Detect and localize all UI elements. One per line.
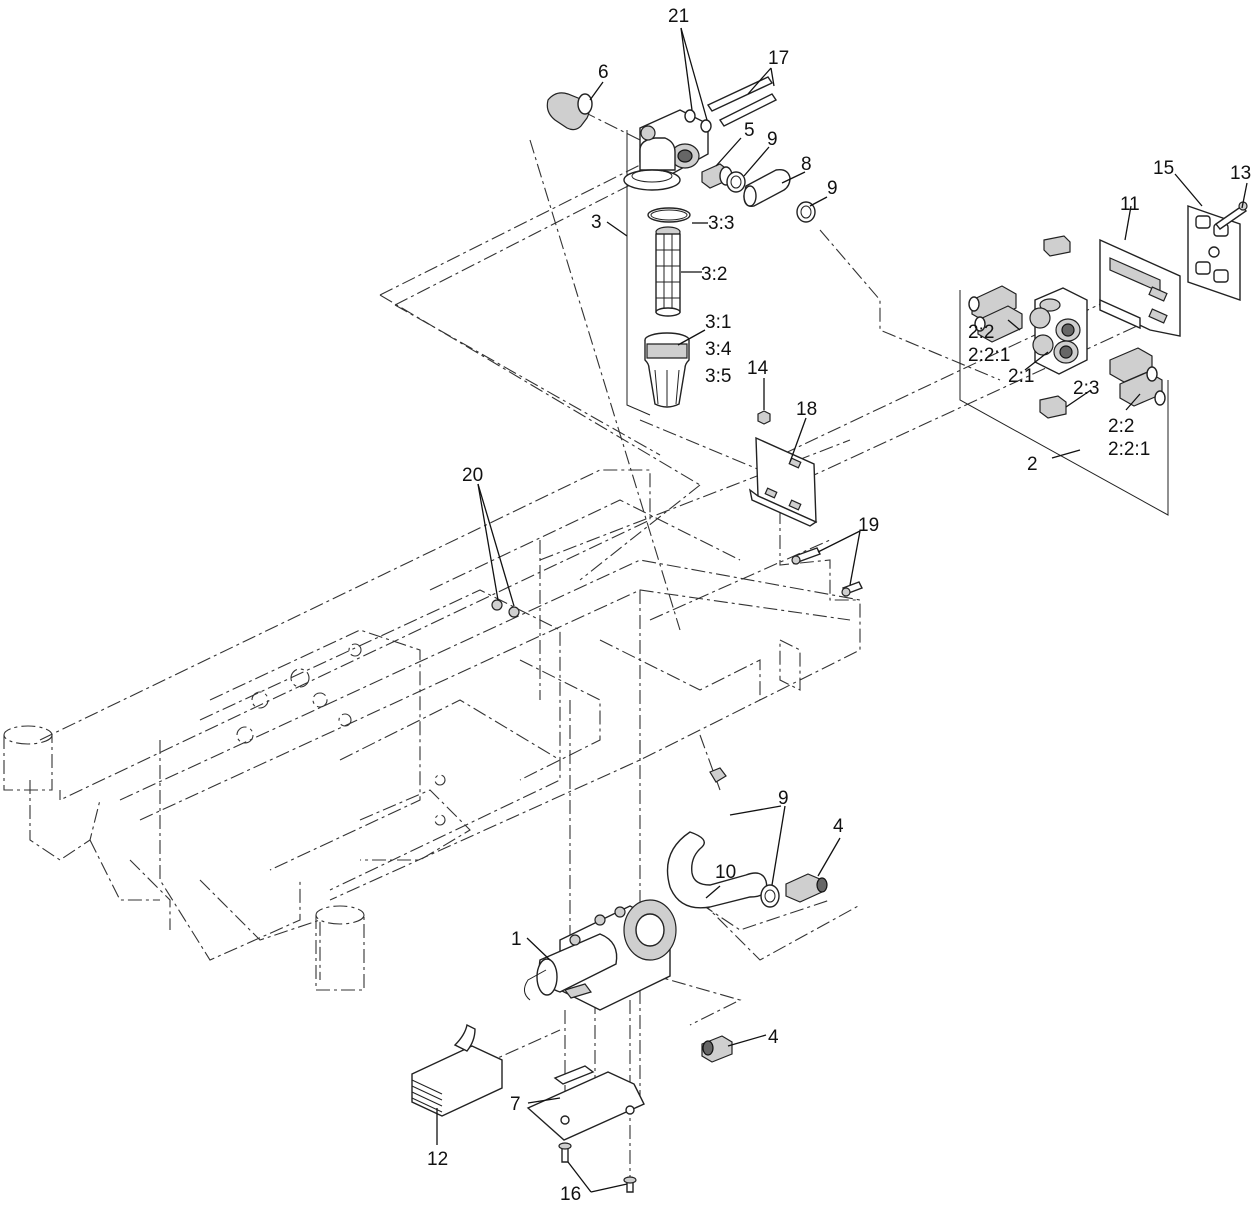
callout-6: 6 (598, 62, 609, 83)
chassis-frame (3, 469, 861, 991)
callout-16: 16 (560, 1184, 581, 1205)
part-3-1-filter-bowl (644, 332, 690, 408)
callout-labels: 21 17 6 5 9 8 9 3 3:3 3:2 3:1 3:4 3:5 11… (427, 6, 1251, 1205)
part-2-manifold (1029, 287, 1088, 375)
part-8-hose (743, 168, 791, 207)
callout-2-2-1-right: 2:2:1 (1108, 439, 1150, 460)
callout-3-1: 3:1 (705, 312, 731, 333)
part-4-elbow-lower (701, 1035, 733, 1063)
part-12-foam-pad (411, 1023, 503, 1117)
part-3-2-filter-screen (655, 226, 681, 317)
filter-head (623, 109, 709, 191)
subassembly-frames (626, 130, 1169, 516)
part-7-base-plate (526, 1065, 645, 1141)
callout-2-3: 2:3 (1073, 378, 1099, 399)
callout-17: 17 (768, 48, 789, 69)
part-9-clamp-upper (726, 171, 746, 193)
callout-4-upper: 4 (833, 816, 844, 837)
part-20-nuts (491, 599, 520, 618)
callout-12: 12 (427, 1149, 448, 1170)
callout-9-lower: 9 (778, 788, 789, 809)
part-6-elbow-fitting (546, 92, 593, 131)
part-1-pump (524, 899, 677, 1011)
part-10-hose (666, 831, 768, 909)
callout-9-middle: 9 (827, 178, 838, 199)
callout-1: 1 (511, 929, 522, 950)
callout-10: 10 (715, 862, 736, 883)
callout-3: 3 (591, 212, 602, 233)
callout-14: 14 (747, 358, 769, 379)
assembly-guide-lines (379, 99, 1151, 1180)
leader-lines (436, 27, 1248, 1193)
callout-8: 8 (801, 154, 812, 175)
callout-3-3: 3:3 (708, 213, 734, 234)
callout-3-4: 3:4 (705, 339, 732, 360)
callout-20: 20 (462, 465, 483, 486)
callout-2-2-left: 2:2 (968, 322, 994, 343)
part-16-screws (558, 1142, 637, 1193)
callout-19: 19 (858, 515, 879, 536)
part-2-3-elbows (1039, 235, 1071, 419)
part-15-gasket (1187, 205, 1241, 301)
callout-11: 11 (1120, 194, 1140, 215)
callout-2-1: 2:1 (1008, 366, 1034, 387)
part-21-washers (684, 109, 712, 133)
part-17-bolts (706, 76, 778, 127)
part-2-2-valves-right (1109, 347, 1166, 407)
callout-4-lower: 4 (768, 1027, 779, 1048)
part-19-screws (791, 547, 863, 597)
callout-2-2-1-left: 2:2:1 (968, 345, 1010, 366)
callout-2: 2 (1027, 454, 1038, 475)
part-14-nut (757, 410, 771, 425)
callout-7: 7 (510, 1094, 521, 1115)
part-9-clamp-lower (709, 767, 780, 908)
callout-15: 15 (1153, 158, 1174, 179)
part-3-3-o-ring (647, 207, 691, 223)
part-18-bracket (748, 436, 818, 527)
callout-5: 5 (744, 120, 755, 141)
callout-3-5: 3:5 (705, 366, 731, 387)
callout-21: 21 (668, 6, 689, 27)
part-11-mounting-bracket (1099, 238, 1181, 337)
part-9-clamp-middle (796, 201, 816, 223)
callout-2-2-right: 2:2 (1108, 416, 1134, 437)
callout-9-upper: 9 (767, 129, 778, 150)
callout-18: 18 (796, 399, 817, 420)
callout-13: 13 (1230, 163, 1251, 184)
part-4-elbow-upper (785, 873, 828, 903)
callout-3-2: 3:2 (701, 264, 727, 285)
part-2-2-valves-left (968, 285, 1023, 343)
